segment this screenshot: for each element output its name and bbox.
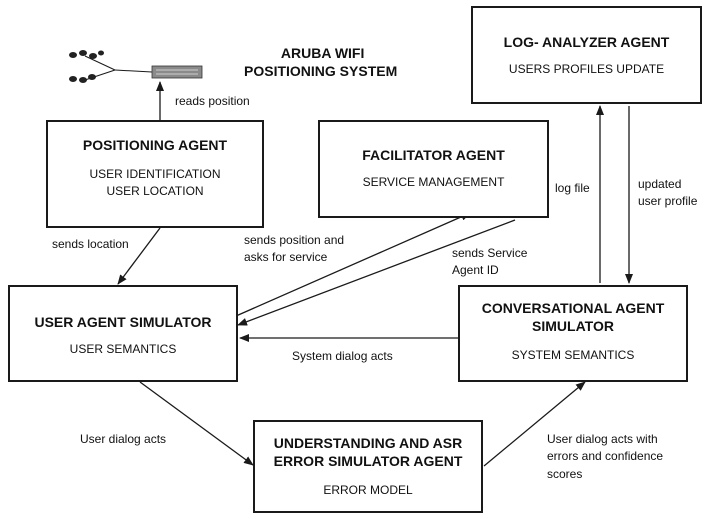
label-sends-position-1: sends position and — [244, 233, 345, 247]
wifi-system-title-line2: POSITIONING SYSTEM — [244, 63, 398, 79]
label-updated-1: updated — [638, 177, 682, 191]
log-analyzer-agent-box: LOG- ANALYZER AGENT USERS PROFILES UPDAT… — [471, 6, 702, 104]
label-user-dialog-errors-3: scores — [547, 467, 583, 481]
wifi-system-title-line1: ARUBA WIFI — [280, 45, 365, 61]
label-user-dialog-errors-1: User dialog acts with — [547, 432, 658, 446]
wifi-system-title: ARUBA WIFI POSITIONING SYSTEM — [244, 44, 397, 80]
arrow-user-dialog-acts — [139, 381, 254, 466]
conversational-agent-box: CONVERSATIONAL AGENT SIMULATOR SYSTEM SE… — [458, 285, 688, 382]
log-analyzer-title: LOG- ANALYZER AGENT — [503, 34, 670, 50]
label-sends-service-1: sends Service — [452, 246, 528, 260]
understanding-subtitle: ERROR MODEL — [323, 483, 413, 497]
label-system-dialog-acts: System dialog acts — [292, 349, 393, 363]
wifi-access-point-icon — [69, 50, 104, 83]
conversational-title-2: SIMULATOR — [532, 318, 614, 334]
positioning-agent-box: POSITIONING AGENT USER IDENTIFICATION US… — [46, 120, 264, 228]
arrow-sends-location — [117, 227, 161, 285]
understanding-title-2: ERROR SIMULATOR AGENT — [273, 453, 463, 469]
arrow-sends-service-id — [237, 219, 516, 326]
label-sends-service-2: Agent ID — [452, 263, 499, 277]
positioning-subtitle-1: USER IDENTIFICATION — [89, 167, 221, 181]
understanding-title-1: UNDERSTANDING AND ASR — [273, 435, 463, 451]
label-sends-position-2: asks for service — [244, 250, 328, 264]
positioning-title: POSITIONING AGENT — [82, 137, 228, 153]
label-sends-location: sends location — [52, 237, 129, 251]
user-agent-title: USER AGENT SIMULATOR — [34, 314, 212, 330]
label-user-dialog-errors-2: errors and confidence — [547, 449, 664, 463]
facilitator-subtitle: SERVICE MANAGEMENT — [362, 175, 505, 189]
log-analyzer-subtitle: USERS PROFILES UPDATE — [508, 62, 665, 76]
understanding-asr-agent-box: UNDERSTANDING AND ASR ERROR SIMULATOR AG… — [253, 420, 483, 513]
user-agent-simulator-box: USER AGENT SIMULATOR USER SEMANTICS — [8, 285, 238, 382]
server-rack-icon — [151, 65, 203, 79]
label-user-dialog-acts: User dialog acts — [80, 432, 167, 446]
label-reads-position: reads position — [175, 94, 250, 108]
positioning-subtitle-2: USER LOCATION — [106, 184, 204, 198]
conversational-subtitle: SYSTEM SEMANTICS — [511, 348, 635, 362]
facilitator-title: FACILITATOR AGENT — [362, 147, 505, 163]
facilitator-agent-box: FACILITATOR AGENT SERVICE MANAGEMENT — [318, 120, 549, 218]
arrow-sends-position — [235, 212, 471, 317]
label-log-file: log file — [555, 181, 590, 195]
label-updated-2: user profile — [638, 194, 698, 208]
arrow-user-dialog-errors — [483, 381, 586, 467]
conversational-title-1: CONVERSATIONAL AGENT — [481, 300, 665, 316]
user-agent-subtitle: USER SEMANTICS — [69, 342, 177, 356]
